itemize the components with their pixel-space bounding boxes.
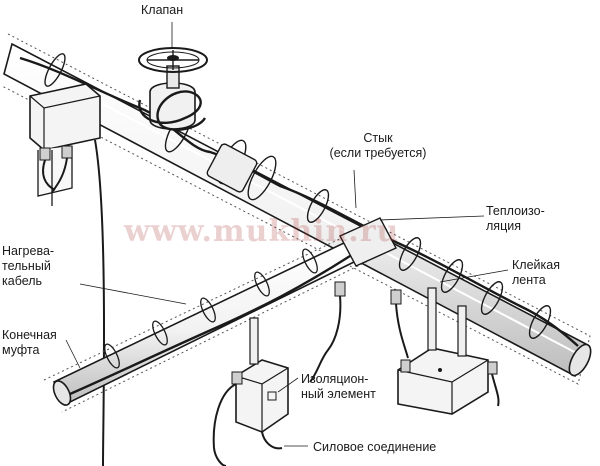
valve-handwheel — [138, 47, 208, 73]
left-power-cable — [94, 139, 106, 466]
joint-flange — [206, 143, 258, 193]
leader-insulation — [379, 215, 485, 221]
label-heating-cable-line2: тельный — [2, 259, 51, 273]
label-joint: Стык (если требуется) — [308, 131, 448, 161]
label-isolating-element: Изоляцион- ный элемент — [301, 372, 376, 402]
label-isolating-element-line2: ный элемент — [301, 387, 376, 401]
label-insulation: Теплоизо- ляция — [486, 204, 545, 234]
label-heating-cable-line1: Нагрева- — [2, 244, 55, 258]
branch-heating-cable — [69, 254, 351, 396]
tee-fitting — [334, 217, 402, 305]
watermark: www.mukhin.ru — [124, 214, 400, 249]
main-pipe-end-cap — [568, 343, 592, 377]
label-tape-line1: Клейкая — [512, 258, 560, 272]
label-insulation-line2: ляция — [486, 219, 521, 233]
center-junction-box — [212, 317, 289, 466]
right-junction-box — [397, 287, 500, 415]
label-isolating-element-line1: Изоляцион- — [301, 372, 369, 386]
leader-isolating — [277, 377, 299, 393]
leader-cable — [79, 283, 187, 305]
left-junction-box — [29, 83, 101, 206]
valve — [138, 47, 208, 131]
label-tape-line2: лента — [512, 273, 546, 287]
main-pipe — [1, 33, 592, 385]
label-joint-line2: (если требуется) — [329, 146, 427, 160]
main-pipe-heating-cable — [19, 56, 579, 347]
label-end-cap: Конечная муфта — [2, 328, 57, 358]
valve-cable-loops — [138, 90, 207, 131]
leader-lines — [65, 22, 509, 447]
label-heating-cable-line3: кабель — [2, 274, 43, 288]
label-end-cap-line2: муфта — [2, 343, 40, 357]
branch-end-cap — [52, 380, 72, 406]
label-power-connection: Силовое соединение — [313, 440, 437, 454]
leader-joint — [353, 169, 357, 209]
label-heating-cable: Нагрева- тельный кабель — [2, 244, 54, 289]
leader-endcap — [65, 339, 81, 369]
leader-tape — [439, 269, 509, 283]
label-joint-line1: Стык — [363, 131, 393, 145]
label-insulation-line1: Теплоизо- — [486, 204, 545, 218]
label-end-cap-line1: Конечная — [2, 328, 57, 342]
label-valve: Клапан — [141, 3, 184, 17]
label-tape: Клейкая лента — [512, 258, 560, 288]
